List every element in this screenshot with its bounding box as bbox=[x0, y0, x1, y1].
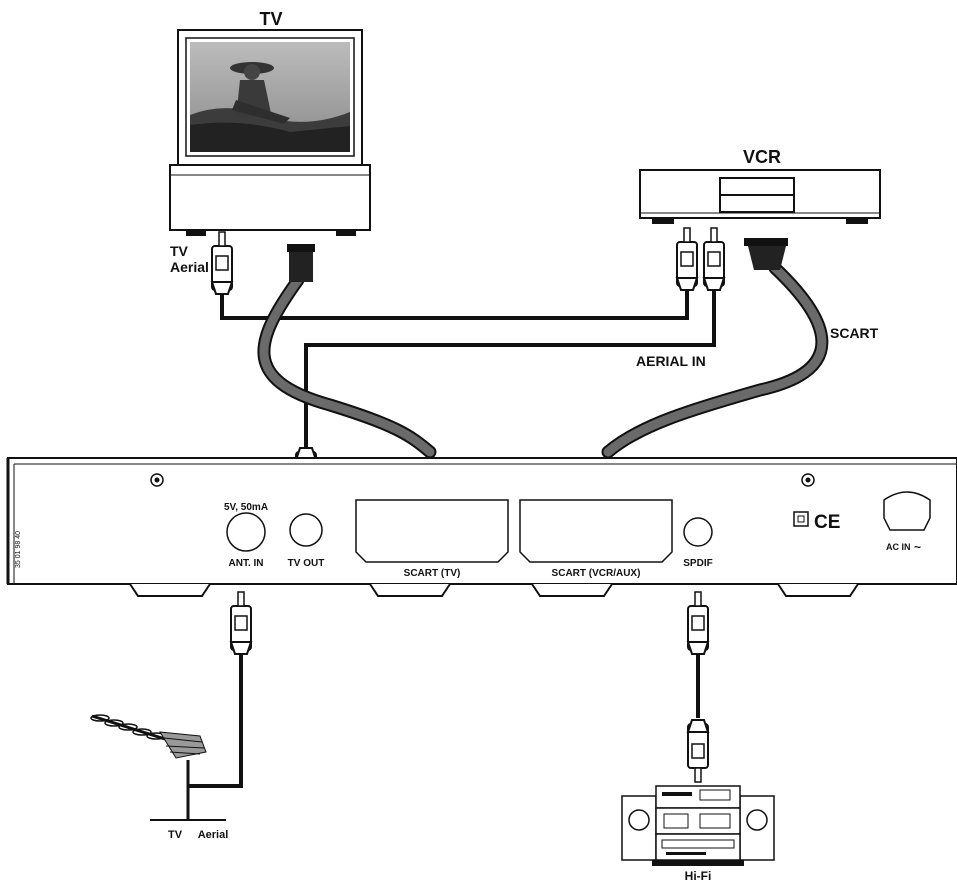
ac-in-socket[interactable] bbox=[883, 491, 931, 531]
scart-tv-label: SCART (TV) bbox=[404, 568, 461, 579]
scart-plug-tv bbox=[287, 244, 315, 282]
antenna-icon: TV Aerial bbox=[90, 714, 229, 841]
rca-plug-ant-in bbox=[230, 591, 252, 655]
aerial-in-label: AERIAL IN bbox=[636, 353, 706, 369]
scart-label: SCART bbox=[830, 325, 879, 341]
vcr-device: VCR bbox=[639, 147, 881, 224]
rca-plug-tv-aerial bbox=[211, 231, 233, 295]
tv-aerial-cable-label-1: TV bbox=[170, 243, 189, 259]
spdif-port[interactable] bbox=[683, 517, 713, 547]
ce-mark: CE bbox=[814, 512, 840, 533]
tv-label: TV bbox=[259, 9, 282, 29]
antenna-label-1: TV bbox=[168, 829, 183, 841]
rca-plug-hifi bbox=[687, 719, 709, 783]
ant-in-port[interactable] bbox=[226, 512, 266, 552]
scart-plug-vcr bbox=[744, 238, 788, 270]
serial-number: 35 01 98 40 bbox=[15, 531, 22, 568]
scart-tv-socket[interactable] bbox=[355, 499, 509, 563]
tv-aerial-wire bbox=[220, 290, 689, 320]
scart-vcr-socket[interactable] bbox=[519, 499, 673, 563]
hifi-device: Hi-Fi bbox=[621, 785, 775, 883]
vcr-label: VCR bbox=[743, 147, 781, 167]
rca-plug-vcr-right bbox=[703, 227, 725, 291]
power-spec-label: 5V, 50mA bbox=[224, 502, 268, 513]
tv-device: TV bbox=[169, 9, 371, 236]
spdif-label: SPDIF bbox=[683, 558, 712, 569]
tv-out-port[interactable] bbox=[289, 513, 323, 547]
scart-vcr-label: SCART (VCR/AUX) bbox=[552, 568, 641, 579]
antenna-wire bbox=[188, 654, 243, 788]
hifi-label: Hi-Fi bbox=[685, 869, 712, 883]
tv-out-label: TV OUT bbox=[288, 558, 325, 569]
ac-symbol: ~ bbox=[914, 540, 921, 554]
rca-plug-vcr-left bbox=[676, 227, 698, 291]
scart-cable-tv bbox=[257, 273, 437, 459]
antenna-label-2: Aerial bbox=[198, 829, 229, 841]
rca-plug-spdif bbox=[687, 591, 709, 655]
ac-in-label: AC IN bbox=[886, 542, 911, 552]
receiver-rear-panel: 35 01 98 40 5V, 50mA ANT. IN TV OUT SCAR… bbox=[6, 457, 957, 597]
tv-aerial-cable-label-2: Aerial bbox=[170, 259, 209, 275]
ant-in-label: ANT. IN bbox=[229, 558, 264, 569]
